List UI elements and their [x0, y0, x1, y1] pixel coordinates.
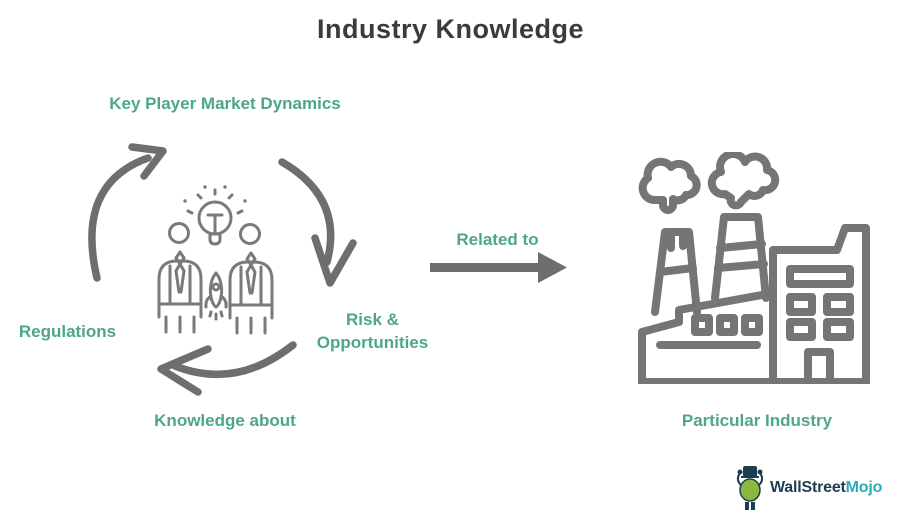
mojo-mascot-icon: [736, 466, 764, 510]
rocket-icon: [204, 271, 228, 321]
building-icon: [769, 224, 870, 384]
cycle-arrow-right-icon: [278, 158, 335, 266]
factory-roof-icon: [638, 289, 777, 384]
industry-label: Particular Industry: [681, 411, 833, 430]
cycle-arrows-icon: [88, 143, 357, 396]
cycle-label-knowledge-about: Knowledge about: [154, 411, 296, 430]
person-left-icon: [157, 222, 203, 334]
person-right-icon: [228, 223, 274, 335]
door-icon: [804, 348, 834, 384]
right-arrow-icon: [430, 252, 567, 283]
smoke-cloud-left-icon: [638, 157, 701, 214]
smoke-cloud-right-icon: [707, 152, 780, 210]
cycle-label-regulations: Regulations: [18, 322, 117, 341]
logo-text-primary: WallStreet: [770, 479, 846, 496]
chimney-right-icon: [711, 213, 770, 302]
factory-icon: [638, 152, 870, 384]
cycle-label-risk-opportunities: Risk & Opportunities: [316, 310, 429, 352]
relation-label: Related to: [456, 230, 539, 249]
logo-text-secondary: Mojo: [845, 479, 883, 496]
cycle-arrow-bottom-icon: [171, 341, 297, 379]
page-title: Industry Knowledge: [316, 14, 585, 44]
logo-text: WallStreetMojo: [770, 479, 882, 497]
cycle-label-key-player-market-dynamics: Key Player Market Dynamics: [109, 94, 341, 113]
wallstreetmojo-logo: WallStreetMojo: [735, 463, 882, 513]
cycle-arrow-left-icon: [88, 154, 152, 282]
team-idea-rocket-icon: [157, 185, 274, 335]
